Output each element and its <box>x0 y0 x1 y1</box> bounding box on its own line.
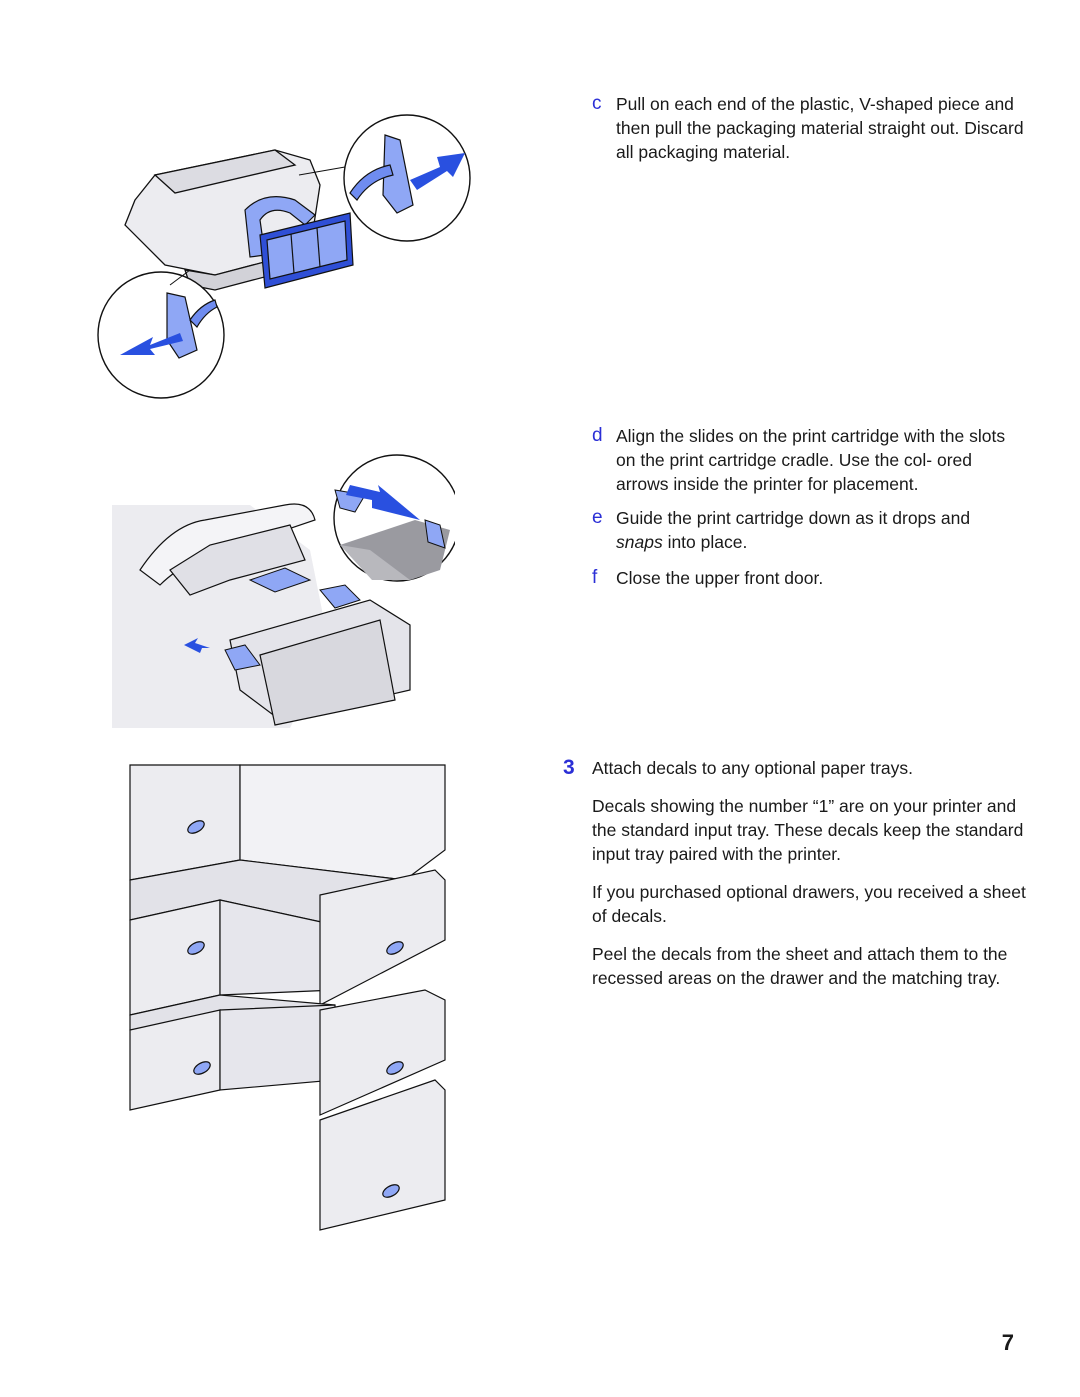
step-text-part: Guide the print cartridge down as it dro… <box>616 508 971 528</box>
step-e: e Guide the print cartridge down as it d… <box>592 506 1012 554</box>
section-3-heading: 3 Attach decals to any optional paper tr… <box>563 756 1033 780</box>
cartridge-packaging-illustration <box>97 114 471 399</box>
step-c: c Pull on each end of the plastic, V-sha… <box>592 92 1032 164</box>
section-3-paragraph: Peel the decals from the sheet and attac… <box>592 944 1008 988</box>
step-letter: d <box>592 425 603 446</box>
step-text: Align the slides on the print cartridge … <box>616 426 1006 494</box>
section-number: 3 <box>563 756 575 779</box>
step-f: f Close the upper front door. <box>592 566 1012 590</box>
section-3-paragraph: Decals showing the number “1” are on you… <box>592 796 1024 864</box>
section-3-paragraph: If you purchased optional drawers, you r… <box>592 882 1026 926</box>
step-text-italic: snaps <box>616 532 663 552</box>
step-letter: e <box>592 507 603 528</box>
step-text-part: into place. <box>662 532 748 552</box>
section-heading-text: Attach decals to any optional paper tray… <box>592 758 914 778</box>
paper-trays-illustration <box>129 764 446 1231</box>
step-d: d Align the slides on the print cartridg… <box>592 424 1012 496</box>
page-number: 7 <box>1001 1330 1014 1355</box>
step-text: Guide the print cartridge down as it dro… <box>616 506 1012 554</box>
step-text: Close the upper front door. <box>616 568 824 588</box>
insert-cartridge-illustration <box>112 454 455 728</box>
step-text: Pull on each end of the plastic, V-shape… <box>616 94 1024 162</box>
step-letter: c <box>592 93 602 114</box>
step-letter: f <box>592 567 598 588</box>
